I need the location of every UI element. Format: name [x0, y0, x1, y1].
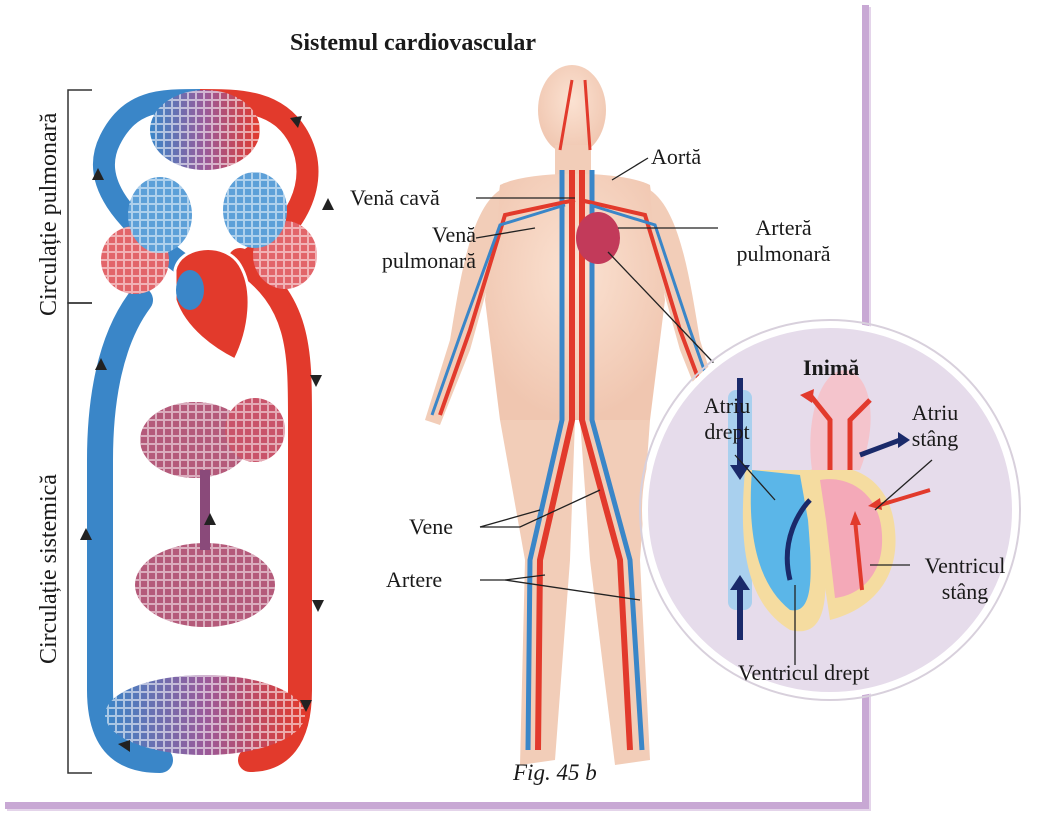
circulation-schematic: [80, 90, 334, 760]
veins-label: Vene: [409, 514, 453, 540]
pulmonary-circulation-label: Circulație pulmonară: [36, 113, 63, 316]
pulmonary-vein-label-line1: Venă: [336, 222, 476, 248]
left-atrium-label: Atriu stâng: [900, 400, 970, 452]
arteries-label: Artere: [386, 567, 442, 593]
aorta-label: Aortă: [651, 144, 701, 170]
right-ventricle-label: Ventricul drept: [738, 660, 869, 686]
figure-caption: Fig. 45 b: [513, 760, 597, 786]
pulmonary-artery-label-line2: pulmonară: [716, 241, 851, 267]
left-ventricle-label-line1: Ventricul: [910, 553, 1020, 579]
left-ventricle-label-line2: stâng: [910, 579, 1020, 605]
systemic-circulation-label: Circulație sistemică: [36, 474, 63, 664]
heart-detail-title: Inimă: [803, 355, 859, 381]
figure-title: Sistemul cardiovascular: [290, 30, 536, 57]
right-atrium-label-line1: Atriu: [688, 393, 766, 419]
left-ventricle-label: Ventricul stâng: [910, 553, 1020, 605]
pulmonary-vein-label-line2: pulmonară: [336, 248, 476, 274]
right-atrium-label-line2: drept: [688, 419, 766, 445]
pulmonary-vein-label: Venă pulmonară: [336, 222, 476, 274]
left-atrium-label-line2: stâng: [900, 426, 970, 452]
left-atrium-label-line1: Atriu: [900, 400, 970, 426]
right-atrium-label: Atriu drept: [688, 393, 766, 445]
pulmonary-artery-label: Arteră pulmonară: [716, 215, 851, 267]
pulmonary-bracket: [68, 90, 92, 303]
body-heart: [576, 212, 620, 264]
pulmonary-artery-label-line1: Arteră: [716, 215, 851, 241]
vena-cava-label: Venă cavă: [350, 185, 440, 211]
